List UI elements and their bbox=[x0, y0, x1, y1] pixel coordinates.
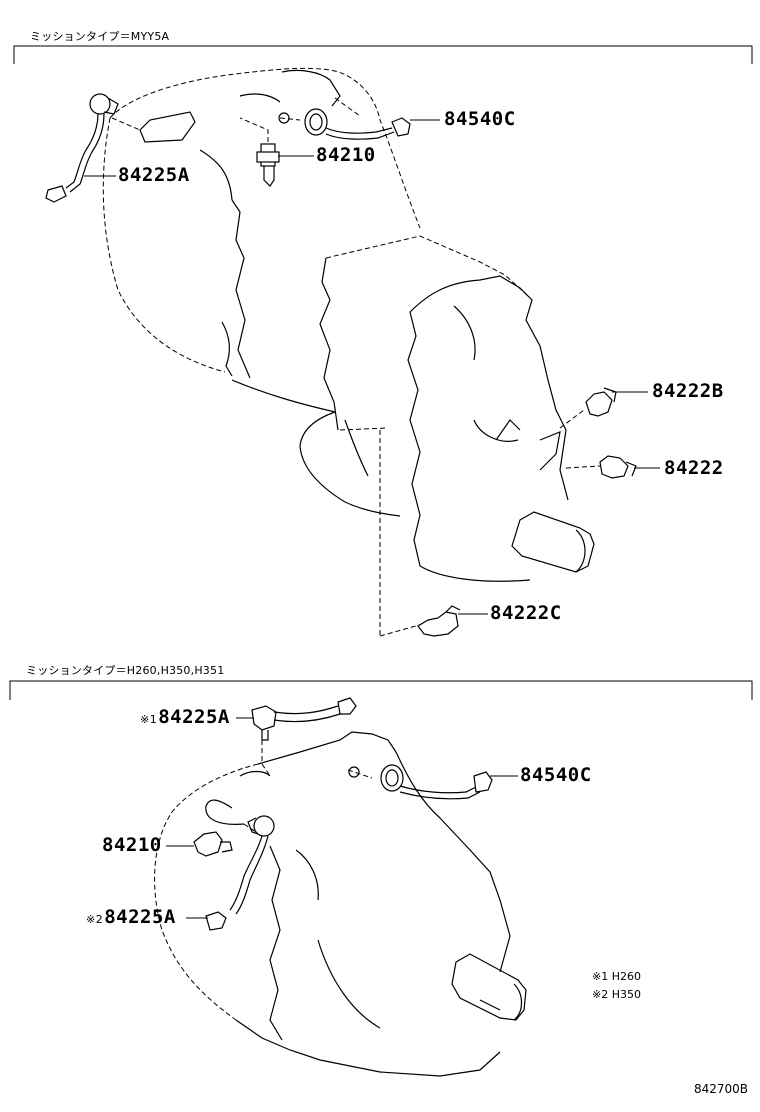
part-84222-graphic bbox=[599, 455, 637, 479]
part-number: 84210 bbox=[102, 834, 162, 856]
part-number: 84540C bbox=[444, 108, 516, 130]
part-label-84210-top[interactable]: 84210 bbox=[316, 144, 376, 166]
section-frame-bottom bbox=[9, 680, 753, 700]
part-label-84222c[interactable]: 84222C bbox=[490, 602, 562, 624]
footnote-mark: ※2 bbox=[86, 913, 104, 926]
footnote-1: ※1 H260 bbox=[592, 970, 641, 983]
part-84225a-top-graphic bbox=[45, 93, 119, 203]
part-84222b-graphic bbox=[585, 387, 617, 417]
part-label-84540c-bottom[interactable]: 84540C bbox=[520, 764, 592, 786]
part-number: 84225A bbox=[118, 164, 190, 186]
part-84210-top-graphic bbox=[256, 143, 280, 187]
part-84222c-graphic bbox=[417, 605, 461, 637]
part-label-84210-bottom[interactable]: 84210 bbox=[102, 834, 162, 856]
part-label-84225a-2[interactable]: ※284225A bbox=[86, 906, 176, 928]
transmission-bottom bbox=[154, 731, 527, 1077]
footnote-mark: ※1 bbox=[140, 713, 158, 726]
footnote-2: ※2 H350 bbox=[592, 988, 641, 1001]
section-title-myy5a: ミッションタイプ＝MYY5A bbox=[30, 30, 170, 43]
part-number: 84225A bbox=[104, 906, 176, 928]
part-label-84225a-top[interactable]: 84225A bbox=[118, 164, 190, 186]
footnote-text: H350 bbox=[611, 988, 641, 1001]
part-number: 84540C bbox=[520, 764, 592, 786]
part-84225a-2-graphic bbox=[205, 815, 275, 931]
section-title-h260-h350-h351: ミッションタイプ＝H260,H350,H351 bbox=[26, 664, 225, 677]
part-number: 84225A bbox=[158, 706, 230, 728]
part-number: 84222 bbox=[664, 457, 724, 479]
part-84540c-bottom-graphic bbox=[348, 764, 493, 800]
part-label-84540c-top[interactable]: 84540C bbox=[444, 108, 516, 130]
part-84225a-1-graphic bbox=[251, 697, 357, 741]
part-label-84222[interactable]: 84222 bbox=[664, 457, 724, 479]
part-84210-bottom-graphic bbox=[193, 831, 233, 857]
part-label-84222b[interactable]: 84222B bbox=[652, 380, 724, 402]
footnote-mark: ※2 bbox=[592, 988, 609, 1001]
footnote-mark: ※1 bbox=[592, 970, 609, 983]
part-84540c-top-graphic bbox=[278, 108, 411, 140]
section-frame-top bbox=[13, 45, 753, 64]
part-number: 84210 bbox=[316, 144, 376, 166]
part-number: 84222B bbox=[652, 380, 724, 402]
transmission-top bbox=[102, 67, 601, 637]
part-number: 84222C bbox=[490, 602, 562, 624]
diagram-id: 842700B bbox=[694, 1082, 749, 1096]
footnote-text: H260 bbox=[611, 970, 641, 983]
part-label-84225a-1[interactable]: ※184225A bbox=[140, 706, 230, 728]
